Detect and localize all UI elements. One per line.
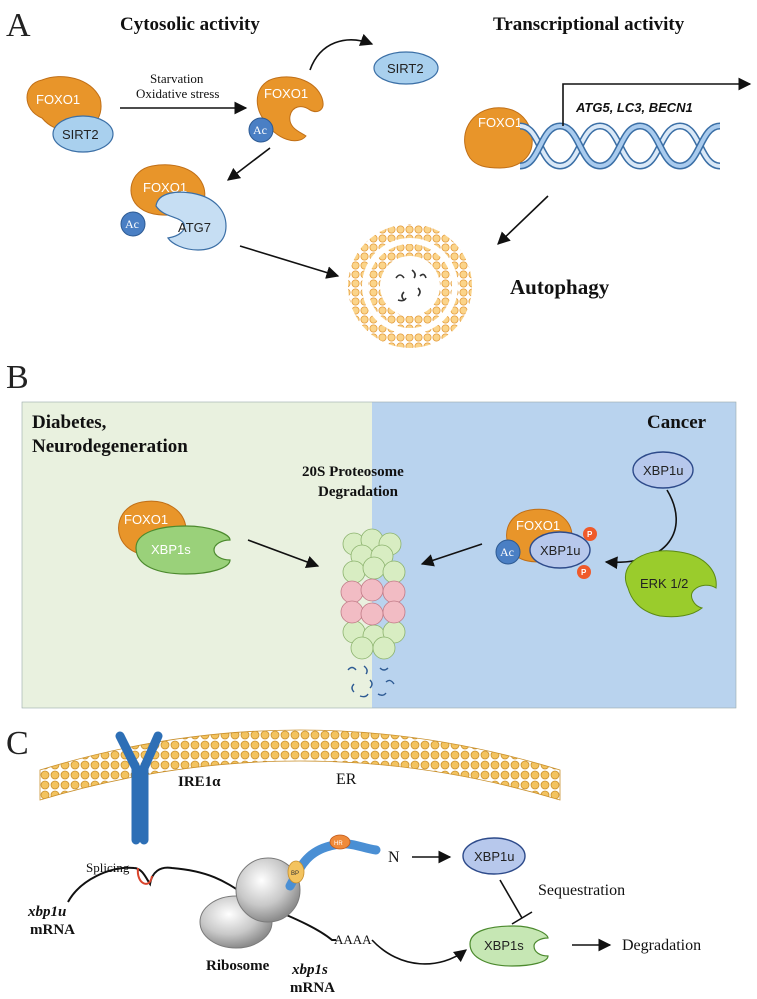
- erk-protein: ERK 1/2: [625, 550, 717, 618]
- hr-label: HR: [334, 841, 343, 847]
- foxo1-sirt2-complex: FOXO1 SIRT2: [26, 76, 114, 153]
- splicing-label: Splicing: [86, 860, 130, 875]
- nascent-polypeptide: [285, 839, 381, 891]
- arrow-phosphorylation: [604, 489, 677, 570]
- foxo1-xbp1s-complex: FOXO1 XBP1s: [118, 500, 231, 575]
- hr-domain: [329, 834, 351, 850]
- foxo1-atg7-complex: FOXO1 ATG7 Ac: [120, 164, 227, 251]
- degraded-peptides: [347, 665, 395, 698]
- panel-b-label: B: [6, 359, 29, 396]
- bp-label: BP: [291, 871, 299, 877]
- atg7-label: ATG7: [178, 220, 211, 235]
- xbp1u-mrna-line2: mRNA: [30, 922, 75, 938]
- xbp1s-label: XBP1s: [151, 542, 191, 557]
- bp-domain: [287, 860, 305, 884]
- autophagosome: [348, 224, 472, 348]
- proteasome-20s: [340, 528, 406, 660]
- sirt2-free: SIRT2: [373, 51, 439, 85]
- inhibition-bar: [511, 911, 533, 925]
- ac-label: Ac: [125, 217, 139, 231]
- sequestration-label: Sequestration: [538, 882, 625, 899]
- cytosolic-activity-title: Cytosolic activity: [120, 14, 260, 35]
- xbp1s-mrna-line1: xbp1s: [291, 962, 328, 978]
- panel-c-label: C: [6, 725, 29, 762]
- p-label: P: [587, 530, 593, 539]
- er-membrane: [39, 729, 561, 801]
- ac-label: Ac: [500, 545, 514, 559]
- autophagy-label: Autophagy: [510, 275, 610, 299]
- foxo1-acetylated: FOXO1 Ac: [248, 76, 324, 143]
- ribosome-label: Ribosome: [206, 958, 270, 974]
- xbp1u-protein: XBP1u: [462, 837, 526, 875]
- er-label: ER: [336, 771, 357, 788]
- aaaa-label: AAAA: [334, 932, 372, 947]
- proteosome-line1: 20S Proteosome: [302, 464, 404, 480]
- ribosome: [199, 857, 301, 949]
- panel-b: B Diabetes, Neurodegeneration Cancer 20S…: [6, 359, 737, 709]
- xbp1u-label: XBP1u: [474, 849, 514, 864]
- transcription-arrow: [562, 77, 752, 126]
- foxo1-label: FOXO1: [36, 92, 80, 107]
- ire1a-receptor: [115, 731, 163, 845]
- panel-c: C ER IRE1α Splicing AAAA Ribosome BP HR …: [6, 725, 701, 996]
- xbp1s-label: XBP1s: [484, 938, 524, 953]
- inhibition-line: [499, 879, 523, 919]
- degradation-label: Degradation: [622, 937, 701, 954]
- panel-b-border: [21, 401, 737, 709]
- arrow-to-atg7: [226, 147, 271, 181]
- xbp1s-mrna-line2: mRNA: [290, 980, 335, 996]
- disease-line1: Diabetes,: [32, 412, 107, 433]
- sirt2-label: SIRT2: [387, 61, 424, 76]
- proteosome-line2: Degradation: [318, 484, 399, 500]
- stimulus-line1: Starvation: [150, 71, 204, 86]
- spliced-intron: [136, 867, 153, 885]
- xbp1u-mrna-line1: xbp1u: [27, 904, 66, 920]
- arrow-to-proteosome-right: [420, 543, 483, 567]
- foxo1-dna-complex: FOXO1: [464, 107, 533, 169]
- arrow-translation-xbp1s: [371, 939, 468, 965]
- foxo1-label: FOXO1: [516, 518, 560, 533]
- erk-label: ERK 1/2: [640, 576, 688, 591]
- sirt2-label: SIRT2: [62, 127, 99, 142]
- genes-label: ATG5, LC3, BECN1: [575, 100, 693, 115]
- ac-label: Ac: [253, 123, 267, 137]
- panel-a-label: A: [6, 7, 31, 44]
- ire1a-label: IRE1α: [178, 774, 221, 790]
- n-terminus-label: N: [388, 849, 400, 866]
- foxo1-label: FOXO1: [264, 86, 308, 101]
- disease-line2: Neurodegeneration: [32, 436, 188, 457]
- foxo1-xbp1u-complex: FOXO1 XBP1u Ac P P: [495, 508, 597, 579]
- p-label: P: [581, 568, 587, 577]
- stimulus-line2: Oxidative stress: [136, 86, 219, 101]
- panel-a: A Cytosolic activity Transcriptional act…: [6, 7, 752, 348]
- cancer-label: Cancer: [647, 412, 707, 433]
- arrow-to-autophagy-left: [239, 245, 340, 279]
- xbp1u-free: XBP1u: [632, 451, 694, 489]
- dna-double-helix: [519, 122, 721, 170]
- arrow-to-autophagy-right: [497, 195, 549, 245]
- transcriptional-activity-title: Transcriptional activity: [493, 14, 685, 35]
- arrow-to-proteosome-left: [247, 539, 320, 568]
- foxo1-label: FOXO1: [124, 512, 168, 527]
- foxo1-label: FOXO1: [478, 115, 522, 130]
- xbp1u-label: XBP1u: [643, 463, 683, 478]
- xbp1s-protein: XBP1s: [469, 925, 549, 967]
- arrow-sirt2-release: [309, 33, 374, 71]
- foxo1-label: FOXO1: [143, 180, 187, 195]
- xbp1u-label: XBP1u: [540, 543, 580, 558]
